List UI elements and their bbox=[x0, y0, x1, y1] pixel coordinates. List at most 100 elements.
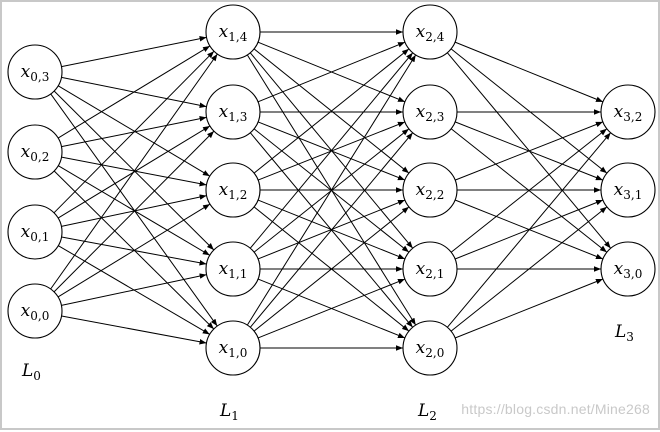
node-label-subscript: 2,0 bbox=[425, 346, 444, 360]
node-label: x2,0 bbox=[416, 338, 445, 360]
node-label-subscript: 2,4 bbox=[425, 30, 444, 44]
node-label-subscript: 2,3 bbox=[425, 110, 444, 124]
node-x2-1: x2,1 bbox=[402, 241, 458, 297]
node-label: x1,4 bbox=[219, 22, 248, 44]
layer-label-subscript: 1 bbox=[231, 409, 239, 423]
layer-label-base: L bbox=[21, 361, 33, 381]
node-label: x2,4 bbox=[416, 22, 445, 44]
edge-x2-4-to-x3-1 bbox=[450, 48, 608, 174]
edge-x0-1-to-x1-4 bbox=[53, 50, 215, 214]
edge-x1-0-to-x2-3 bbox=[249, 132, 414, 328]
node-label: x1,3 bbox=[219, 102, 248, 124]
node-label: x3,0 bbox=[614, 259, 643, 281]
node-circle bbox=[205, 84, 261, 140]
edge-x1-0-to-x2-1 bbox=[257, 278, 406, 339]
node-label: x1,0 bbox=[219, 338, 248, 360]
node-label-base: x bbox=[416, 180, 426, 200]
layer-label-base: L bbox=[614, 322, 626, 342]
edge-x0-2-to-x1-4 bbox=[57, 45, 211, 139]
node-circle bbox=[600, 162, 656, 218]
node-x0-0: x0,0 bbox=[7, 283, 63, 339]
layer-label-l1: L1 bbox=[219, 401, 239, 423]
node-label-subscript: 2,1 bbox=[425, 267, 444, 281]
edge-x2-0-to-x3-1 bbox=[450, 206, 608, 332]
node-label-base: x bbox=[219, 102, 229, 122]
node-label-base: x bbox=[219, 338, 229, 358]
node-x1-4: x1,4 bbox=[205, 4, 261, 60]
nodes-group: x0,3x0,2x0,1x0,0x1,4x1,3x1,2x1,1x1,0x2,4… bbox=[7, 4, 656, 376]
node-label-subscript: 1,3 bbox=[228, 110, 247, 124]
node-label: x0,2 bbox=[21, 142, 50, 164]
node-x2-4: x2,4 bbox=[402, 4, 458, 60]
node-label: x0,1 bbox=[21, 222, 50, 244]
node-label-base: x bbox=[21, 142, 31, 162]
node-label-subscript: 3,1 bbox=[623, 188, 642, 202]
edge-x2-1-to-x3-2 bbox=[450, 128, 608, 253]
node-label-subscript: 0,3 bbox=[30, 70, 49, 84]
edge-x2-0-to-x3-2 bbox=[446, 132, 612, 328]
edge-x1-3-to-x2-4 bbox=[257, 41, 406, 103]
node-circle bbox=[205, 4, 261, 60]
node-x0-3: x0,3 bbox=[7, 44, 63, 100]
node-label-subscript: 0,2 bbox=[30, 150, 49, 164]
node-x1-1: x1,1 bbox=[205, 241, 261, 297]
node-label-subscript: 2,2 bbox=[425, 188, 444, 202]
node-label-base: x bbox=[416, 338, 426, 358]
edge-x0-0-to-x1-3 bbox=[53, 130, 215, 293]
watermark-text: https://blog.csdn.net/Mine268 bbox=[461, 401, 650, 417]
node-label-subscript: 1,2 bbox=[228, 188, 247, 202]
edge-x1-0-to-x2-2 bbox=[253, 206, 410, 332]
node-circle bbox=[7, 124, 63, 180]
node-circle bbox=[402, 320, 458, 376]
layer-label-l3: L3 bbox=[614, 322, 634, 344]
node-circle bbox=[7, 204, 63, 260]
node-x1-0: x1,0 bbox=[205, 320, 261, 376]
layer-label-subscript: 3 bbox=[626, 330, 634, 344]
node-label-subscript: 1,0 bbox=[228, 346, 247, 360]
node-x1-2: x1,2 bbox=[205, 162, 261, 218]
node-x2-3: x2,3 bbox=[402, 84, 458, 140]
node-circle bbox=[402, 84, 458, 140]
edge-x0-3-to-x1-2 bbox=[57, 85, 211, 177]
node-label-base: x bbox=[219, 180, 229, 200]
node-label-base: x bbox=[416, 22, 426, 42]
node-label-subscript: 3,0 bbox=[623, 267, 642, 281]
node-label-base: x bbox=[21, 222, 31, 242]
node-circle bbox=[402, 162, 458, 218]
node-label: x3,1 bbox=[614, 180, 643, 202]
edge-x1-2-to-x2-4 bbox=[253, 48, 410, 174]
node-label-base: x bbox=[416, 259, 426, 279]
node-circle bbox=[402, 241, 458, 297]
edge-x0-0-to-x1-1 bbox=[61, 273, 207, 306]
node-x2-2: x2,2 bbox=[402, 162, 458, 218]
node-x3-2: x3,2 bbox=[600, 84, 656, 140]
node-label: x1,1 bbox=[219, 259, 248, 281]
node-label-base: x bbox=[614, 180, 624, 200]
edge-x0-0-to-x1-4 bbox=[50, 53, 218, 290]
node-label-subscript: 1,4 bbox=[228, 30, 247, 44]
layer-label-l0: L0 bbox=[21, 361, 41, 383]
node-label-base: x bbox=[614, 102, 624, 122]
node-circle bbox=[7, 283, 63, 339]
node-label: x2,3 bbox=[416, 102, 445, 124]
node-label-subscript: 1,1 bbox=[228, 267, 247, 281]
layer-label-base: L bbox=[219, 401, 231, 421]
node-label-base: x bbox=[614, 259, 624, 279]
edge-x0-0-to-x1-2 bbox=[57, 203, 211, 298]
layer-label-l2: L2 bbox=[417, 401, 437, 423]
node-label: x0,0 bbox=[21, 301, 50, 323]
edges-group bbox=[50, 29, 612, 351]
node-x3-1: x3,1 bbox=[600, 162, 656, 218]
layer-label-subscript: 2 bbox=[429, 409, 437, 423]
node-circle bbox=[402, 4, 458, 60]
node-label-subscript: 3,2 bbox=[623, 110, 642, 124]
edge-x0-0-to-x1-0 bbox=[61, 315, 207, 345]
node-circle bbox=[7, 44, 63, 100]
node-circle bbox=[600, 84, 656, 140]
layer-label-subscript: 0 bbox=[33, 369, 41, 383]
node-label-base: x bbox=[416, 102, 426, 122]
edge-x2-0-to-x3-0 bbox=[454, 278, 604, 339]
